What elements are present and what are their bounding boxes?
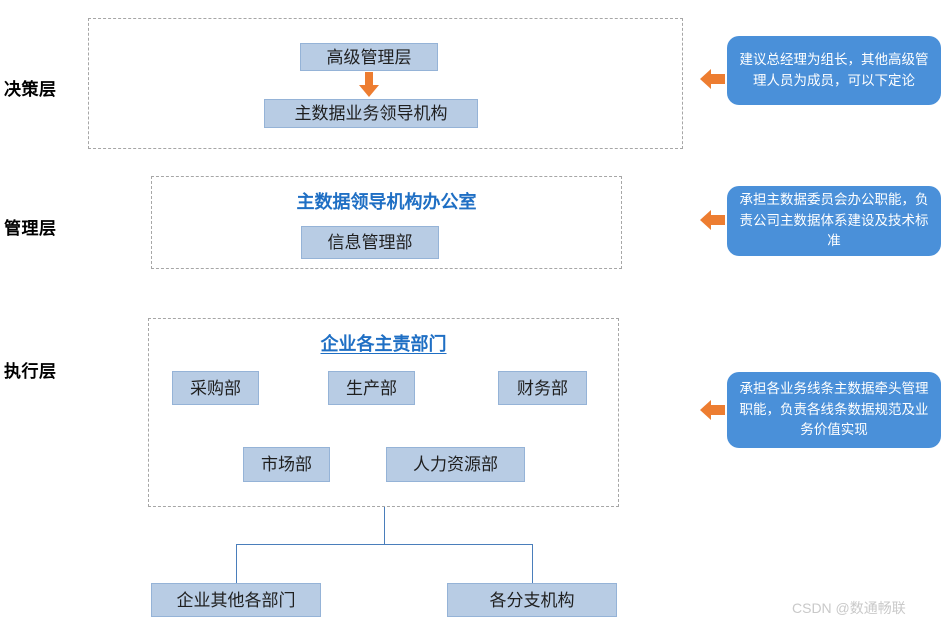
arrow-down-icon — [358, 72, 380, 98]
arrow-left-icon-2 — [700, 208, 726, 232]
callout-management: 承担主数据委员会办公职能，负责公司主数据体系建设及技术标准 — [727, 186, 941, 256]
callout-management-text: 承担主数据委员会办公职能，负责公司主数据体系建设及技术标准 — [739, 191, 929, 249]
callout-execution-text: 承担各业务线条主数据牵头管理职能，负责各线条数据规范及业务价值实现 — [739, 380, 929, 438]
node-hr-dept[interactable]: 人力资源部 — [386, 447, 525, 482]
execution-group-title: 企业各主责部门 — [320, 334, 447, 354]
connector-branch-left — [236, 544, 237, 583]
layer-label-execution: 执行层 — [4, 362, 57, 381]
node-master-data-leadership[interactable]: 主数据业务领导机构 — [264, 99, 478, 128]
connector-trunk-vertical — [384, 507, 385, 544]
node-branch-institutions[interactable]: 各分支机构 — [447, 583, 617, 617]
arrow-left-icon-3 — [700, 398, 726, 422]
node-information-management[interactable]: 信息管理部 — [301, 226, 439, 259]
callout-execution: 承担各业务线条主数据牵头管理职能，负责各线条数据规范及业务价值实现 — [727, 372, 941, 448]
arrow-left-icon-1 — [700, 67, 726, 91]
connector-branch-right — [532, 544, 533, 583]
connector-horizontal — [236, 544, 532, 545]
node-finance-dept[interactable]: 财务部 — [498, 371, 587, 405]
node-procurement-dept[interactable]: 采购部 — [172, 371, 259, 405]
layer-label-decision: 决策层 — [4, 80, 57, 99]
execution-layer-container — [148, 318, 619, 507]
node-other-departments[interactable]: 企业其他各部门 — [151, 583, 321, 617]
node-senior-management[interactable]: 高级管理层 — [300, 43, 438, 71]
callout-decision: 建议总经理为组长，其他高级管理人员为成员，可以下定论 — [727, 36, 941, 105]
watermark: CSDN @数通畅联 — [792, 600, 906, 616]
decision-layer-container — [88, 18, 683, 149]
management-group-title: 主数据领导机构办公室 — [296, 192, 477, 212]
layer-label-management: 管理层 — [4, 219, 57, 238]
management-layer-container — [151, 176, 622, 269]
callout-decision-text: 建议总经理为组长，其他高级管理人员为成员，可以下定论 — [739, 51, 929, 88]
node-marketing-dept[interactable]: 市场部 — [243, 447, 330, 482]
node-production-dept[interactable]: 生产部 — [328, 371, 415, 405]
